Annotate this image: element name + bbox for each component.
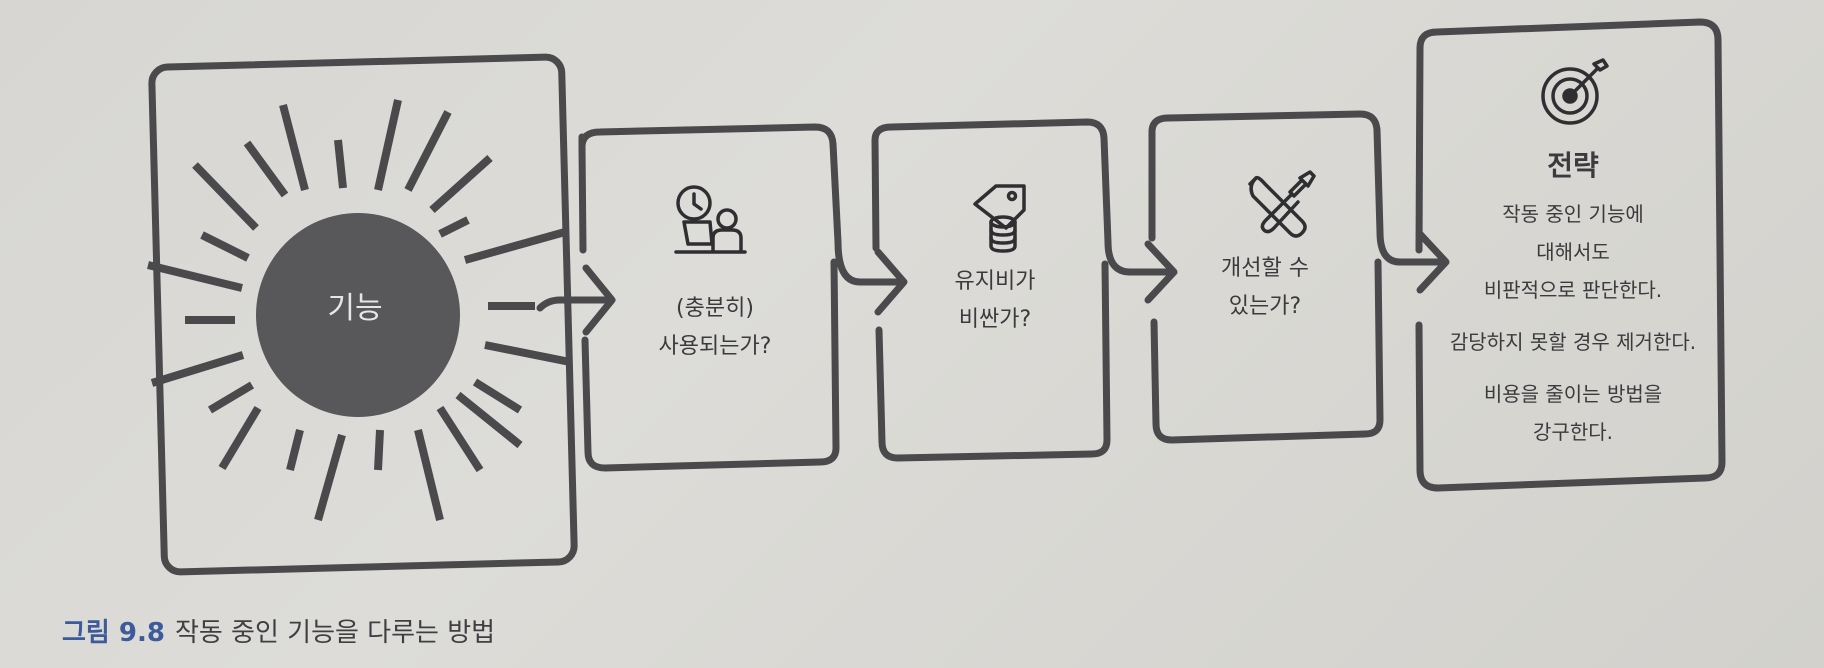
step-1-line-2: 사용되는가? (600, 328, 830, 366)
strategy-para1-line-1: 작동 중인 기능에 (1428, 195, 1718, 233)
step-1-text: (충분히) 사용되는가? (600, 290, 830, 366)
step-3-line-2: 있는가? (1160, 288, 1370, 326)
price-tag-coins-icon (975, 186, 1024, 251)
strategy-para1-line-2: 대해서도 (1428, 233, 1718, 271)
strategy-text: 전략 작동 중인 기능에 대해서도 비판적으로 판단한다. 감당하지 못할 경우… (1428, 147, 1718, 451)
strategy-para2: 감당하지 못할 경우 제거한다. (1428, 323, 1718, 361)
strategy-title: 전략 (1428, 147, 1718, 185)
strategy-para3-line-1: 비용을 줄이는 방법을 (1428, 375, 1718, 413)
step-2-text: 유지비가 비싼가? (890, 263, 1100, 339)
step-3-line-1: 개선할 수 (1160, 250, 1370, 288)
target-dart-icon (1543, 60, 1607, 123)
strategy-para1-line-3: 비판적으로 판단한다. (1428, 271, 1718, 309)
figure-number: 그림 9.8 (62, 618, 165, 648)
sun-label: 기능 (255, 283, 455, 327)
strategy-para3-line-2: 강구한다. (1428, 413, 1718, 451)
figure-caption: 그림 9.8 작동 중인 기능을 다루는 방법 (62, 612, 495, 649)
step-3-text: 개선할 수 있는가? (1160, 250, 1370, 326)
step-2-line-2: 비싼가? (890, 301, 1100, 339)
figure-caption-text: 작동 중인 기능을 다루는 방법 (175, 618, 495, 648)
step-2-line-1: 유지비가 (890, 263, 1100, 301)
wrench-screwdriver-icon (1250, 172, 1314, 236)
step-1-line-1: (충분히) (600, 290, 830, 328)
clock-person-laptop-icon (676, 187, 745, 252)
